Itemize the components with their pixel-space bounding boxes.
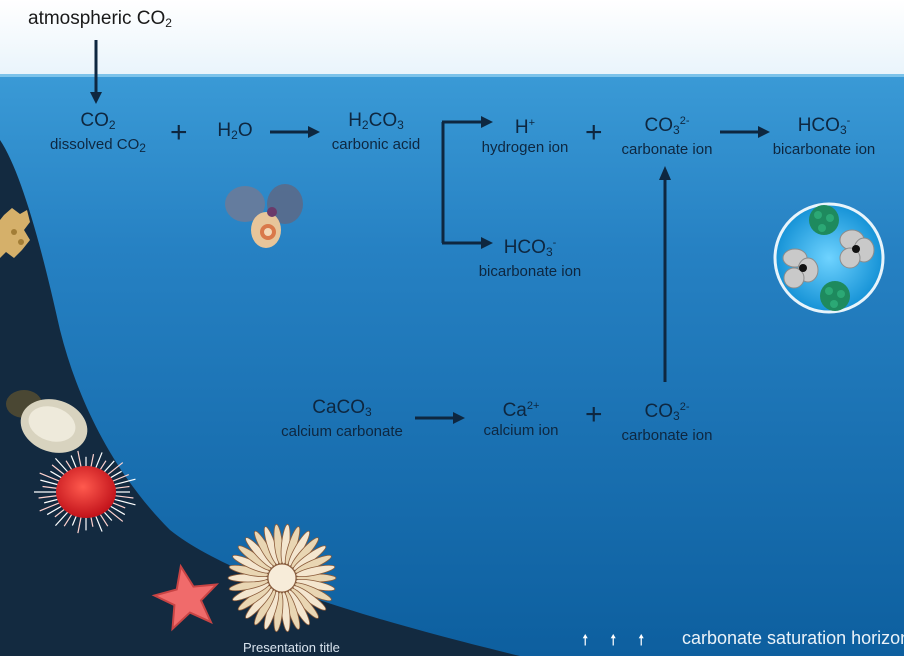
anemone-illustration	[227, 523, 337, 633]
species-bicarbonate-right: HCO3- bicarbonate ion	[766, 110, 882, 159]
plus-sign-1: +	[170, 116, 188, 149]
formula-caco3: CaCO3	[312, 397, 372, 419]
formula-h2co3: H2CO3	[348, 110, 404, 132]
horizon-arrow-2-icon: 🠕	[610, 632, 617, 649]
formula-h2o: H2O	[217, 120, 253, 142]
atmospheric-co2-label: atmospheric CO2	[28, 8, 172, 30]
sky	[0, 0, 904, 76]
formula-ca: Ca2+	[502, 400, 540, 421]
arrow-co3-to-hco3-head	[758, 126, 770, 138]
horizon-arrow-1-icon: 🠕	[582, 632, 589, 649]
formula-co3-bottom: CO32-	[644, 401, 690, 423]
coral-illustration	[0, 208, 30, 258]
coccolithophore-bubble	[773, 202, 885, 314]
species-h2co3: H2CO3 carbonic acid	[322, 110, 430, 154]
name-carbonic-acid: carbonic acid	[331, 136, 421, 153]
sea-urchin-illustration	[34, 450, 136, 534]
species-carbonate-bottom: CO32- carbonate ion	[612, 396, 722, 445]
species-hydrogen-ion: H+ hydrogen ion	[470, 112, 580, 157]
arrow-h2o-head	[308, 126, 320, 138]
formula-hco3-mid: HCO3-	[503, 237, 557, 259]
water-surface-line	[0, 74, 904, 77]
formula-co2: CO2	[80, 110, 116, 132]
plus-sign-2: +	[585, 116, 603, 149]
formula-hco3-right: HCO3-	[797, 115, 851, 137]
name-bicarbonate-right: bicarbonate ion	[772, 141, 876, 158]
species-co2-dissolved: CO2 dissolved CO2	[40, 110, 156, 157]
species-h2o: H2O	[205, 120, 265, 146]
species-calcium-ion: Ca2+ calcium ion	[474, 395, 568, 440]
name-bicarbonate-mid: bicarbonate ion	[478, 263, 582, 280]
name-dissolved-co2: dissolved CO2	[50, 136, 146, 155]
formula-co3-top: CO32-	[644, 115, 690, 137]
species-calcium-carbonate: CaCO3 calcium carbonate	[276, 397, 408, 441]
oyster-illustration	[6, 390, 88, 453]
horizon-arrow-3-icon: 🠕	[638, 632, 645, 649]
formula-hplus: H+	[514, 117, 536, 138]
pteropod-illustration	[225, 184, 303, 248]
arrow-to-hplus-head	[481, 116, 493, 128]
starfish-illustration	[151, 563, 220, 632]
plus-sign-3: +	[585, 398, 603, 431]
urchin-body	[56, 466, 116, 518]
arrow-atm-down-head	[90, 92, 102, 104]
arrow-up-co3-head	[659, 166, 671, 180]
reaction-arrows	[90, 40, 770, 424]
species-bicarbonate-middle: HCO3- bicarbonate ion	[472, 232, 588, 281]
name-calcium-carbonate: calcium carbonate	[281, 423, 403, 440]
presentation-title: Presentation title	[243, 640, 340, 655]
anemone-center	[267, 563, 297, 593]
carbonate-saturation-horizon-label: carbonate saturation horizon	[682, 628, 904, 648]
species-carbonate-top: CO32- carbonate ion	[612, 110, 722, 159]
arrow-to-hco3-mid-head	[481, 237, 493, 249]
name-carbonate-bottom: carbonate ion	[621, 427, 713, 444]
arrow-caco3-head	[453, 412, 465, 424]
name-calcium-ion: calcium ion	[483, 422, 559, 439]
name-hydrogen-ion: hydrogen ion	[481, 139, 569, 156]
seafloor-slope	[0, 140, 520, 656]
name-carbonate-top: carbonate ion	[621, 141, 713, 158]
